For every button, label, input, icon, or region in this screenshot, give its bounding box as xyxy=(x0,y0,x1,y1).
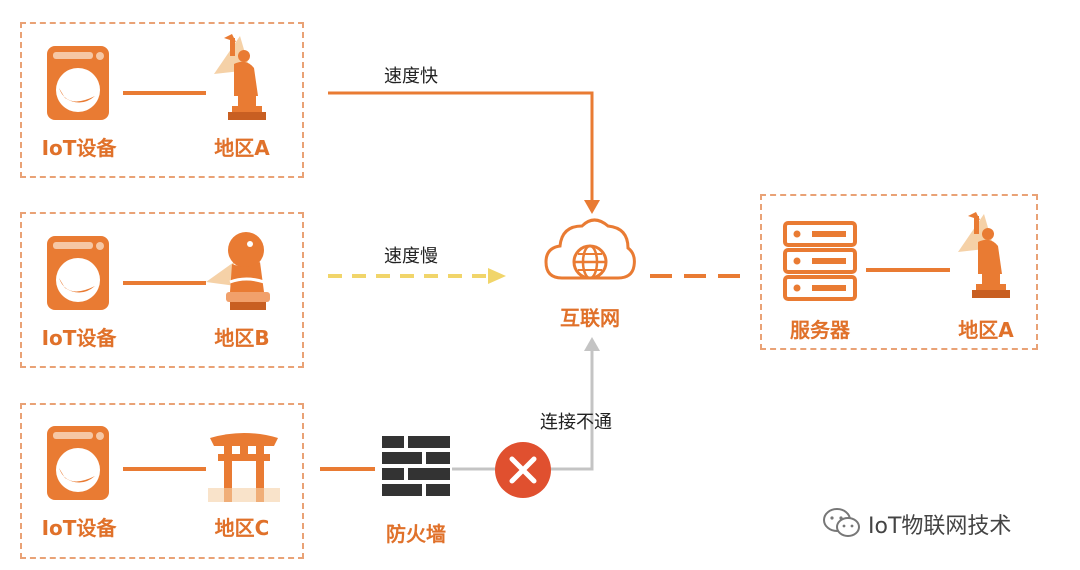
edge-label-blocked: 连接不通 xyxy=(540,412,612,433)
wechat-icon xyxy=(823,508,860,537)
torii-gate-icon xyxy=(208,433,280,502)
region-label-c: 地区C xyxy=(214,516,270,540)
server-label: 服务器 xyxy=(790,318,850,342)
watermark-text: IoT物联网技术 xyxy=(868,514,1012,539)
region-label-a: 地区A xyxy=(214,136,270,160)
fast-path-arrow xyxy=(328,91,594,206)
firewall-icon xyxy=(382,436,450,496)
region-a-group-box xyxy=(20,22,304,178)
region-label-b: 地区B xyxy=(214,326,270,350)
firewall-label: 防火墙 xyxy=(386,522,446,546)
device-label-b: IoT设备 xyxy=(41,326,117,350)
iot-device-icon xyxy=(47,46,109,120)
edge-label-slow: 速度慢 xyxy=(384,246,438,267)
statue-of-liberty-icon xyxy=(958,212,1010,298)
server-region-label: 地区A xyxy=(958,318,1014,342)
statue-of-liberty-icon xyxy=(214,34,266,120)
cloud-globe-icon xyxy=(544,218,636,280)
region-c-group-box xyxy=(20,403,304,559)
internet-label: 互联网 xyxy=(560,306,620,330)
region-b-group-box xyxy=(20,212,304,368)
merlion-icon xyxy=(206,232,270,310)
iot-device-icon xyxy=(47,426,109,500)
server-icon xyxy=(783,221,857,301)
server-group-box xyxy=(760,194,1038,350)
edge-label-fast: 速度快 xyxy=(384,66,438,87)
device-label-c: IoT设备 xyxy=(41,516,117,540)
iot-device-icon xyxy=(47,236,109,310)
blocked-x-icon xyxy=(495,442,551,498)
device-label-a: IoT设备 xyxy=(41,136,117,160)
